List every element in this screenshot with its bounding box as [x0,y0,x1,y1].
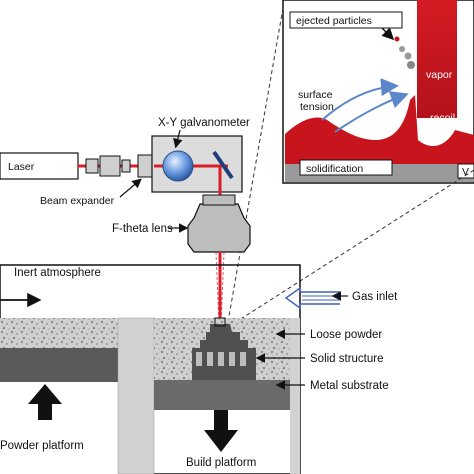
inset-edge-label: V [462,166,469,178]
ejected-label: ejected particles [296,15,372,27]
laser-box [0,152,79,180]
melt-pool [285,95,474,170]
galvo-mirror-y [212,150,234,180]
solidification-label: solidification [306,163,363,175]
powder-reservoir [0,318,118,348]
flow-arrow-2 [334,91,409,133]
vapor-plume [417,0,457,118]
galvo-mirror-x [162,150,194,182]
beam-expander-label: Beam expander [40,195,115,207]
powder-platform-plate [0,348,118,382]
solidification-box [299,159,393,176]
f-theta-lens: F-theta lens [112,194,251,253]
powder-platform-label: Powder platform [0,440,84,452]
gas-inlet-label: Gas inlet [352,291,398,303]
metal-substrate-label: Metal substrate [310,380,389,392]
particle-gray [404,52,412,60]
zoom-line-right [235,169,474,323]
galvanometer: X-Y galvanometer [151,117,250,200]
particle-red [394,36,400,42]
surface-label-2: tension [300,101,334,113]
metal-substrate [154,380,290,410]
melt-spot-box [214,317,226,327]
particle-gray [407,61,415,69]
build-platform-down-arrow [204,410,238,452]
melt-pool-inset: ejected particles vapor surface tension … [282,0,474,184]
vapor-label: vapor [426,69,453,81]
loose-powder-label: Loose powder [310,329,382,341]
surface-label-1: surface [298,89,333,101]
particle-gray [399,46,405,52]
beam-expander-lens-1 [85,158,99,174]
powder-platform-up-arrow [28,384,62,420]
gas-inlet: Gas inlet [284,286,398,310]
solid-structure-label: Solid structure [310,353,384,365]
build-chamber: Inert atmosphere [0,264,301,474]
laser-unit: Laser Beam expander [0,152,155,207]
beam-expander-lens-2 [99,155,121,177]
inert-atmosphere-label: Inert atmosphere [14,267,101,279]
recoil-label: recoil [430,112,455,124]
galvanometer-label: X-Y galvanometer [158,117,250,129]
laser-label: Laser [8,161,35,173]
build-platform-label: Build platform [186,457,256,469]
ftheta-label: F-theta lens [112,223,173,235]
ejected-label-box [289,11,403,29]
flow-arrow-1 [321,78,399,121]
